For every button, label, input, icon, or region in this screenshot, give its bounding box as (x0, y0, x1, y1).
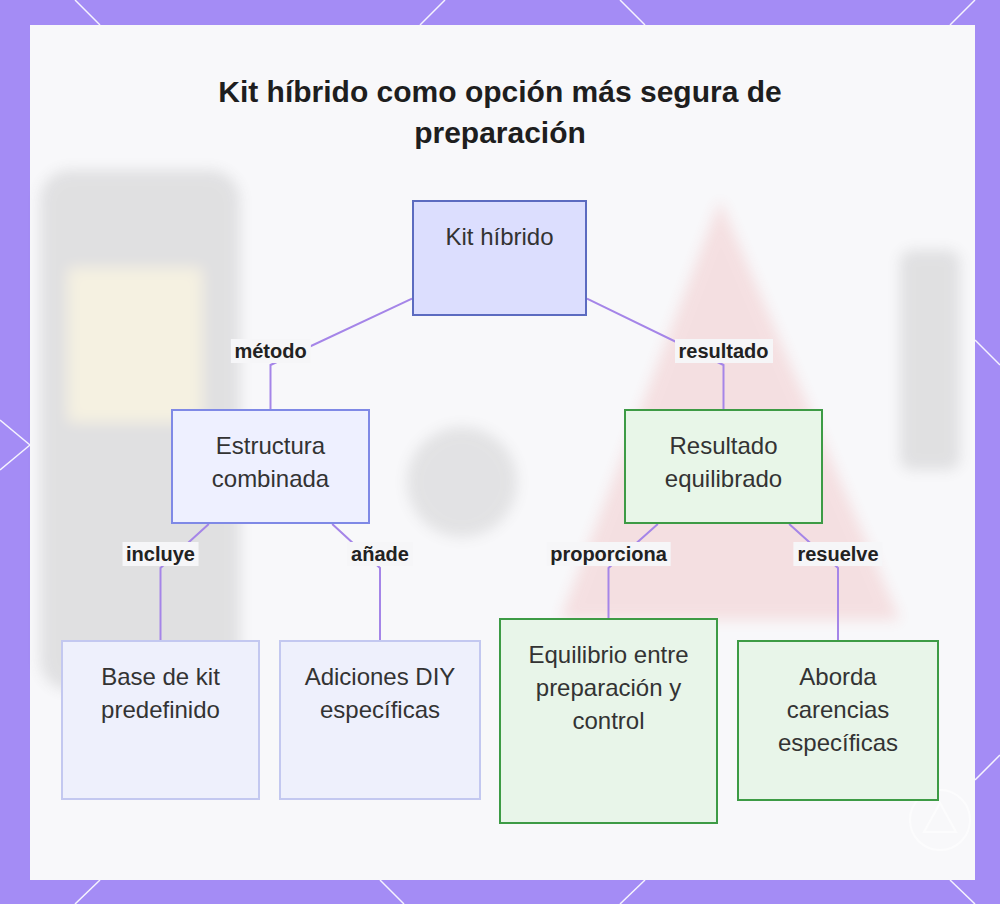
leaf-box: Equilibrio entre preparación y control (499, 618, 718, 824)
edge-label: añade (347, 542, 413, 566)
leaf-box: Aborda carencias específicas (737, 640, 939, 801)
node-text: Adiciones DIY específicas (291, 660, 469, 726)
node-text: Kit híbrido (424, 220, 575, 253)
blurred-illustration (40, 170, 960, 690)
connector (609, 524, 658, 618)
node-text: Resultado equilibrado (636, 429, 811, 495)
node-text: Base de kit predefinido (73, 660, 248, 726)
edge-label: proporciona (546, 542, 671, 566)
node-text: Equilibrio entre preparación y control (511, 638, 706, 737)
edge-label: resuelve (793, 542, 882, 566)
edge-label: método (230, 339, 310, 363)
node-text: Aborda carencias específicas (749, 660, 927, 759)
result-box: Resultado equilibrado (624, 409, 823, 524)
root-box: Kit híbrido (412, 200, 587, 316)
leaf-box: Adiciones DIY específicas (279, 640, 481, 800)
edge-label: resultado (674, 339, 772, 363)
edge-label: incluye (122, 542, 199, 566)
diagram-title: Kit híbrido como opción más segura de pr… (205, 71, 795, 153)
panel (30, 25, 975, 880)
leaf-box: Base de kit predefinido (61, 640, 260, 800)
method-box: Estructura combinada (171, 409, 370, 524)
node-text: Estructura combinada (183, 429, 358, 495)
